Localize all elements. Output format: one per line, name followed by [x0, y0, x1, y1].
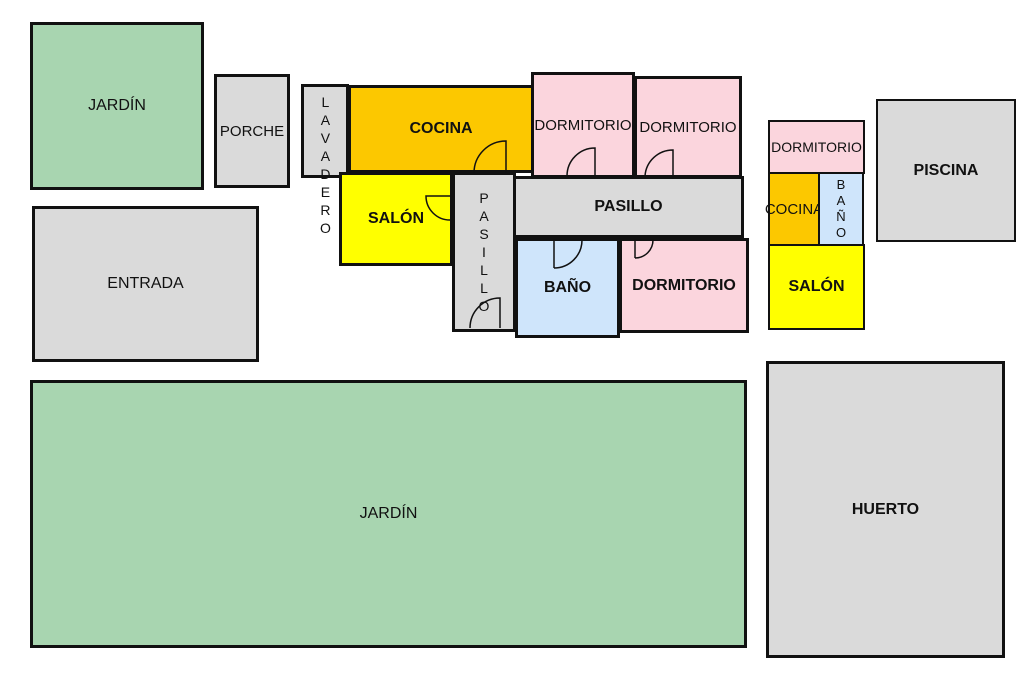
room-label: JARDÍN — [359, 505, 418, 522]
room-jardin-top: JARDÍN — [30, 22, 204, 190]
room-label: BAÑO — [543, 279, 592, 296]
room-entrada: ENTRADA — [32, 206, 259, 362]
room-label: DORMITORIO — [639, 118, 737, 136]
room-label: DORMITORIO — [632, 276, 736, 294]
room-label: JARDÍN — [88, 97, 146, 114]
room-salon-annex: SALÓN — [768, 244, 865, 330]
room-label: PASILLO — [594, 198, 663, 215]
room-label: COCINA — [764, 200, 824, 218]
room-porche: PORCHE — [214, 74, 290, 188]
room-cocina-annex: COCINA — [764, 172, 824, 246]
room-label: SALÓN — [368, 210, 424, 227]
room-label: DORMITORIO — [771, 139, 862, 155]
room-salon-main: SALÓN — [339, 172, 453, 266]
room-label: PORCHE — [219, 122, 285, 140]
room-dormitorio-3: DORMITORIO — [619, 238, 749, 333]
room-pasillo-horizontal: PASILLO — [513, 176, 744, 238]
room-label: COCINA — [409, 120, 473, 137]
room-piscina: PISCINA — [876, 99, 1016, 242]
room-label: DORMITORIO — [534, 116, 632, 134]
room-jardin-bottom: JARDÍN — [30, 380, 747, 648]
room-dormitorio-2: DORMITORIO — [634, 76, 742, 178]
room-label: HUERTO — [851, 500, 920, 518]
room-dormitorio-1: DORMITORIO — [531, 72, 635, 178]
room-label: ENTRADA — [107, 275, 184, 292]
room-bano-main: BAÑO — [515, 238, 620, 338]
room-label: PISCINA — [913, 161, 979, 179]
room-label: SALÓN — [788, 278, 845, 295]
room-cocina-main: COCINA — [348, 85, 534, 173]
room-dormitorio-annex: DORMITORIO — [768, 120, 865, 174]
room-huerto: HUERTO — [766, 361, 1005, 658]
